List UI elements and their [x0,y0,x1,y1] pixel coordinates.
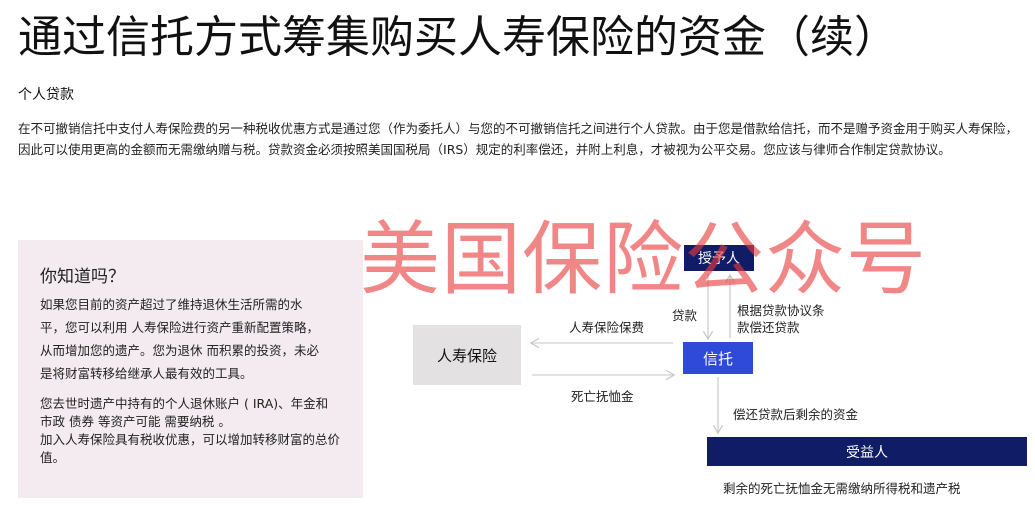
repay-label: 根据贷款协议条 款偿还贷款 [737,302,825,336]
page-title: 通过信托方式筹集购买人寿保险的资金（续） [18,12,898,63]
grantor-box: 授予人 [684,245,754,271]
loan-label: 贷款 [672,308,698,323]
beneficiary-box: 受益人 [707,437,1027,466]
remaining-funds-label: 偿还贷款后剩余的资金 [733,407,859,422]
tax-free-footnote: 剩余的死亡抚恤金无需缴纳所得税和遗产税 [723,481,961,496]
watermark: 美国保险公众号 [360,213,927,306]
did-you-know-paragraph-1: 如果您目前的资产超过了维持退休生活所需的水平，您可以利用 人寿保险进行资产重新配… [40,297,319,381]
repay-label-line-1: 根据贷款协议条 [737,303,825,318]
life-insurance-box: 人寿保险 [413,325,521,385]
premium-label: 人寿保险保费 [569,320,645,335]
did-you-know-paragraph-3: 加入人寿保险具有税收优惠，可以增加转移财富的总价值。 [40,432,341,465]
did-you-know-paragraph-2: 您去世时遗产中持有的个人退休账户 ( IRA)、年金和市政 债券 等资产可能 需… [40,396,329,429]
did-you-know-panel: 你知道吗？ 如果您目前的资产超过了维持退休生活所需的水平，您可以利用 人寿保险进… [18,240,363,498]
trust-box: 信托 [683,342,753,374]
section-subtitle: 个人贷款 [18,87,74,103]
intro-paragraph: 在不可撤销信托中支付人寿保险费的另一种税收优惠方式是通过您（作为委托人）与您的不… [18,121,1019,157]
death-benefit-label: 死亡抚恤金 [571,389,634,404]
did-you-know-title: 你知道吗？ [40,267,125,287]
repay-label-line-2: 款偿还贷款 [737,320,800,335]
